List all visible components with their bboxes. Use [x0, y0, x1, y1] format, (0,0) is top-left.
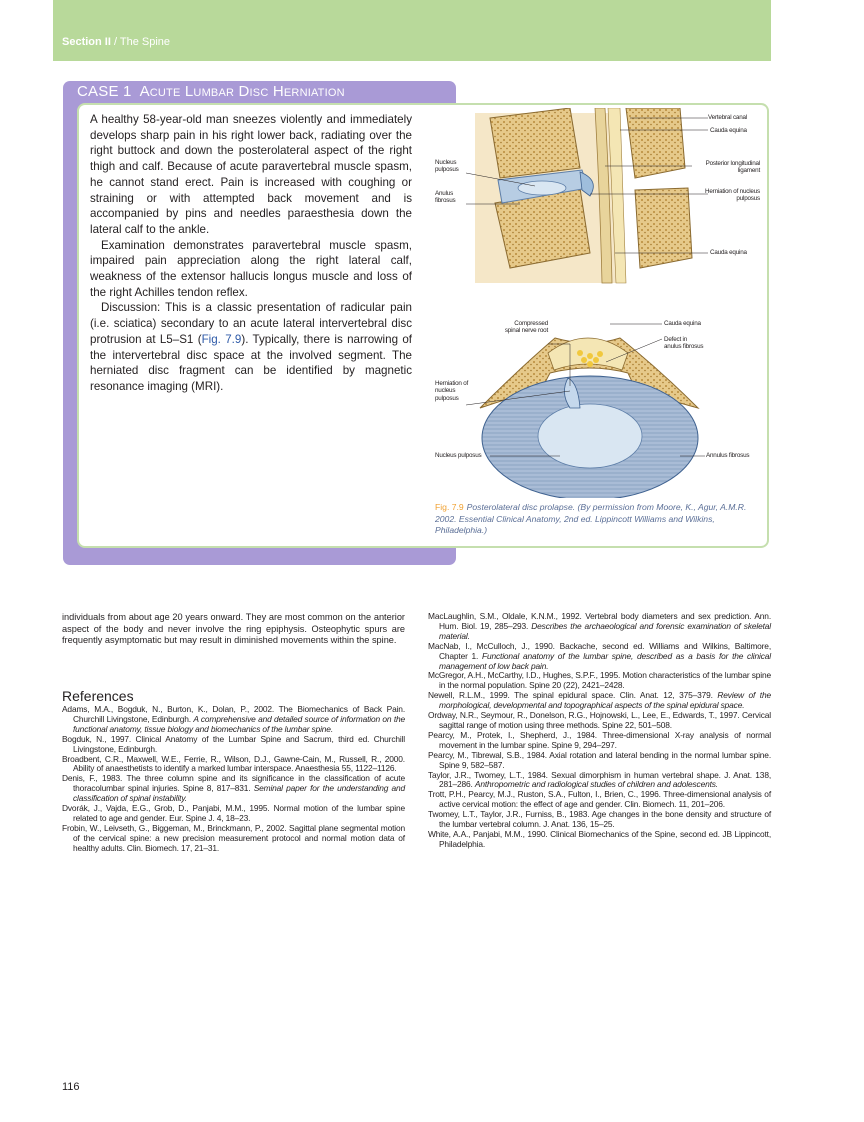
reference-citation: Broadbent, C.R., Maxwell, W.E., Ferrie, …: [62, 753, 405, 774]
case-paragraph: A healthy 58-year-old man sneezes violen…: [90, 113, 412, 236]
reference-citation: Denis, F., 1983. The three column spine …: [62, 773, 405, 794]
reference-citation: Trott, P.H., Pearcy, M.J., Ruston, S.A.,…: [428, 789, 771, 810]
references-heading: References: [62, 688, 134, 704]
running-header: Section II / The Spine: [62, 36, 170, 48]
reference-note: Review of the morphological, development…: [439, 690, 771, 711]
header-separator: /: [110, 36, 120, 48]
label-cauda-equina: Cauda equina: [664, 320, 701, 327]
label-cauda-equina: Cauda equina: [710, 127, 747, 134]
reference-item: Broadbent, C.R., Maxwell, W.E., Ferrie, …: [62, 753, 405, 775]
label-compressed-nerve-root: Compressed spinal nerve root: [504, 320, 548, 335]
label-annulus-fibrosus: Annulus fibrosus: [706, 452, 750, 459]
reference-note: Describes the archaeological and forensi…: [439, 620, 771, 641]
reference-citation: Newell, R.L.M., 1999. The spinal epidura…: [428, 690, 718, 701]
case-discussion: Discussion: This is a classic presentati…: [90, 300, 412, 394]
reference-citation: Twomey, L.T., Taylor, J.R., Furniss, B.,…: [428, 809, 771, 830]
axial-section: [479, 337, 700, 501]
label-nucleus-pulposus: Nucleus pulposus: [435, 452, 482, 459]
section-header-band: [53, 0, 771, 61]
reference-item: Taylor, J.R., Twomey, L.T., 1984. Sexual…: [428, 769, 771, 791]
reference-item: Pearcy, M., Tibrewal, S.B., 1984. Axial …: [428, 749, 771, 771]
reference-item: Adams, M.A., Bogduk, N., Burton, K., Dol…: [62, 704, 406, 735]
reference-citation: Pearcy, M., Protek, I., Shepherd, J., 19…: [428, 729, 771, 750]
sagittal-section: [475, 107, 693, 284]
label-herniation-nucleus-pulposus: Herniation of nucleus pulposus: [705, 188, 760, 203]
discussion-text: ). Typically, there is narrowing of the …: [90, 332, 413, 393]
reference-citation: MacNab, I., McCulloch, J., 1990. Backach…: [428, 640, 771, 661]
label-vertebral-canal: Vertebral canal: [708, 114, 748, 121]
reference-note: Functional anatomy of the lumbar spine, …: [439, 650, 771, 671]
reference-note: Seminal paper for the understanding and …: [73, 783, 405, 804]
reference-item: White, A.A., Panjabi, M.M., 1990. Clinic…: [428, 828, 771, 850]
anatomy-figure: Vertebral canal Cauda equina Nucleus pul…: [430, 107, 761, 501]
reference-citation: Ordway, N.R., Seymour, R., Donelson, R.G…: [428, 710, 771, 730]
figure-reference-link[interactable]: Fig. 7.9: [201, 332, 242, 346]
reference-citation: MacLaughlin, S.M., Oldale, K.N.M., 1992.…: [428, 611, 771, 631]
label-posterior-longitudinal-ligament: Posterior longitudinal ligament: [705, 160, 761, 175]
references-list-right: MacLaughlin, S.M., Oldale, K.N.M., 1992.…: [428, 611, 771, 850]
disc-prolapse-illustration: [465, 107, 708, 501]
reference-item: McGregor, A.H., McCarthy, I.D., Hughes, …: [428, 671, 771, 691]
label-anulus-fibrosus: Anulus fibrosus: [435, 190, 456, 205]
label-herniation-nucleus-pulposus: Herniation of nucleus pulposus: [435, 380, 469, 402]
body-paragraph: individuals from about age 20 years onwa…: [62, 612, 405, 645]
reference-citation: McGregor, A.H., McCarthy, I.D., Hughes, …: [428, 670, 771, 691]
reference-citation: Pearcy, M., Tibrewal, S.B., 1984. Axial …: [428, 749, 771, 770]
reference-citation: White, A.A., Panjabi, M.M., 1990. Clinic…: [428, 828, 771, 849]
reference-item: Pearcy, M., Protek, I., Shepherd, J., 19…: [428, 729, 771, 751]
page-number: 116: [62, 1081, 80, 1093]
case-title: Acute Lumbar Disc Herniation: [139, 83, 345, 100]
reference-note: Anthropometric and radiological studies …: [474, 779, 718, 790]
section-title: The Spine: [119, 36, 171, 48]
label-defect-anulus: Defect in anulus fibrosus: [664, 336, 704, 351]
case-number: CASE 1: [77, 83, 132, 100]
references-list-left: Adams, M.A., Bogduk, N., Burton, K., Dol…: [62, 704, 406, 854]
figure-number: Fig. 7.9: [435, 502, 464, 512]
reference-citation: Adams, M.A., Bogduk, N., Burton, K., Dol…: [62, 704, 405, 724]
case-heading: CASE 1 Acute Lumbar Disc Herniation: [77, 83, 345, 100]
reference-item: Frobin, W., Leivseth, G., Biggeman, M., …: [62, 822, 405, 854]
reference-item: Dvorák, J., Vajda, E.G., Grob, D., Panja…: [62, 803, 405, 824]
reference-item: Trott, P.H., Pearcy, M.J., Ruston, S.A.,…: [428, 789, 771, 810]
case-paragraph: Examination demonstrates paravertebral m…: [90, 238, 412, 299]
section-label: Section II: [62, 36, 111, 48]
reference-item: Ordway, N.R., Seymour, R., Donelson, R.G…: [428, 710, 771, 731]
discussion-text: Discussion: This is a classic presentati…: [90, 301, 412, 346]
reference-item: Denis, F., 1983. The three column spine …: [62, 773, 405, 804]
label-cauda-equina: Cauda equina: [710, 249, 747, 256]
reference-item: MacNab, I., McCulloch, J., 1990. Backach…: [428, 640, 771, 672]
reference-citation: Dvorák, J., Vajda, E.G., Grob, D., Panja…: [62, 803, 405, 823]
reference-item: Bogduk, N., 1997. Clinical Anatomy of th…: [62, 733, 405, 755]
reference-item: Twomey, L.T., Taylor, J.R., Furniss, B.,…: [428, 809, 771, 830]
case-text: A healthy 58-year-old man sneezes violen…: [90, 112, 412, 395]
reference-citation: Taylor, J.R., Twomey, L.T., 1984. Sexual…: [428, 769, 771, 790]
reference-citation: Bogduk, N., 1997. Clinical Anatomy of th…: [62, 733, 405, 754]
label-nucleus-pulposus: Nucleus pulposus: [435, 159, 459, 174]
reference-item: Newell, R.L.M., 1999. The spinal epidura…: [428, 690, 771, 711]
reference-note: A comprehensive and detailed source of i…: [73, 713, 406, 734]
reference-item: MacLaughlin, S.M., Oldale, K.N.M., 1992.…: [428, 611, 771, 642]
reference-citation: Frobin, W., Leivseth, G., Biggeman, M., …: [62, 822, 405, 853]
caption-text: Posterolateral disc prolapse. (By permis…: [435, 502, 747, 536]
